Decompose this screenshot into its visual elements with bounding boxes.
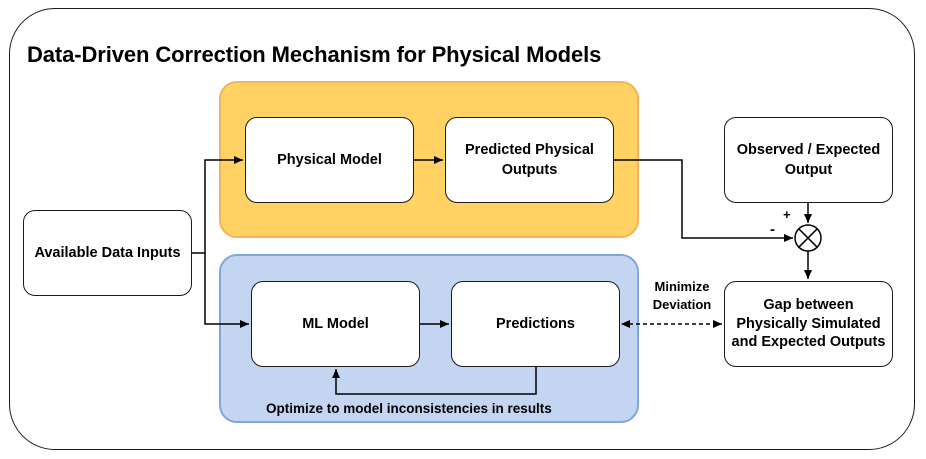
comparator-symbol (794, 224, 822, 252)
available-data-inputs-box: Available Data Inputs (23, 210, 192, 296)
minimize-deviation-label: Minimize Deviation (652, 279, 712, 313)
gap-label: Gap between Physically Simulated and Exp… (731, 296, 886, 351)
predictions-label: Predictions (496, 316, 575, 332)
diagram-title: Data-Driven Correction Mechanism for Phy… (27, 42, 602, 67)
physical-model-label: Physical Model (277, 152, 382, 168)
plus-sign-label: + (783, 207, 791, 222)
observed-output-box: Observed / Expected Output (724, 117, 893, 203)
observed-output-label: Observed / Expected Output (736, 142, 881, 178)
inputs-to-physical-model-arrow (192, 156, 243, 254)
predicted-physical-outputs-label: Predicted Physical Outputs (465, 142, 594, 178)
available-data-inputs-label: Available Data Inputs (34, 245, 181, 261)
ml-model-box: ML Model (251, 281, 420, 367)
feedback-loop-arrow (332, 367, 537, 395)
gap-box: Gap between Physically Simulated and Exp… (724, 281, 893, 367)
predictions-box: Predictions (451, 281, 620, 367)
inputs-to-ml-model-arrow (204, 253, 249, 328)
ml-model-label: ML Model (302, 316, 369, 332)
optimize-caption: Optimize to model inconsistencies in res… (266, 401, 552, 416)
outputs-to-comparator-arrow (614, 159, 793, 242)
physical-model-box: Physical Model (245, 117, 414, 203)
minus-sign-label: - (770, 221, 775, 238)
predicted-physical-outputs-box: Predicted Physical Outputs (445, 117, 614, 203)
